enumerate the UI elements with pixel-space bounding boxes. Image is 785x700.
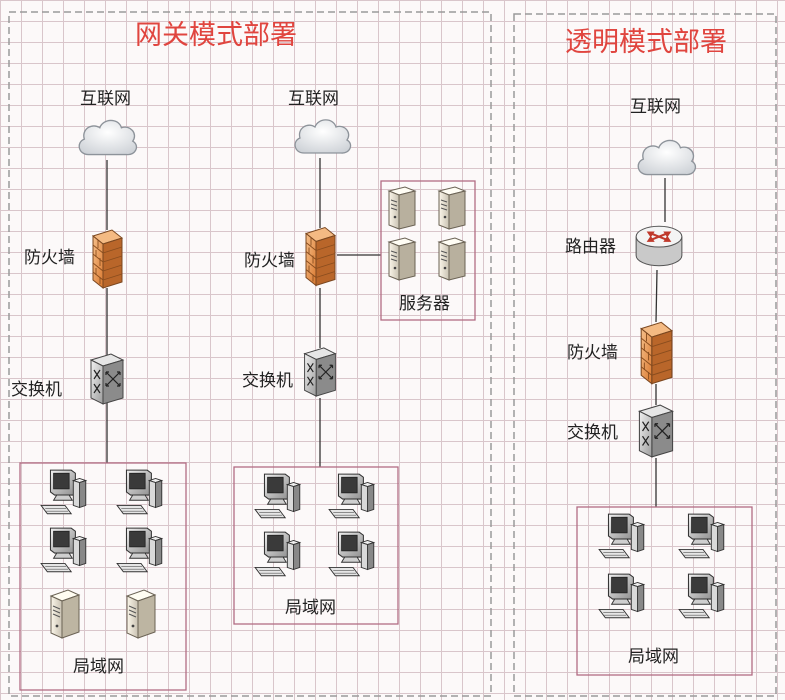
lan-label-3: 局域网: [628, 647, 679, 667]
server-icon: [438, 186, 466, 230]
pc-icon: [678, 573, 725, 619]
internet-label-1: 互联网: [80, 89, 131, 109]
cloud-icon: [78, 119, 138, 156]
lan-box-2: [233, 466, 399, 625]
cloud-icon: [294, 119, 352, 154]
firewall-label-3: 防火墙: [567, 343, 618, 363]
pc-icon: [116, 527, 163, 573]
firewall-icon: [92, 229, 123, 289]
pc-icon: [40, 527, 87, 573]
pc-icon: [254, 473, 301, 519]
firewall-icon: [305, 226, 336, 287]
server-icon: [388, 237, 416, 281]
router-icon: [635, 225, 683, 267]
lan-label-2: 局域网: [285, 598, 336, 618]
switch-label-1: 交换机: [11, 380, 62, 400]
gateway-section-title: 网关模式部署: [135, 20, 297, 51]
pc-icon: [328, 473, 375, 519]
internet-label-2: 互联网: [288, 89, 339, 109]
gateway-section-border: [8, 11, 492, 697]
switch-icon: [90, 353, 124, 405]
switch-label-3: 交换机: [567, 423, 618, 443]
server-box: [380, 180, 476, 321]
firewall-icon: [640, 321, 673, 385]
firewall-label-2: 防火墙: [244, 251, 295, 271]
lan-label-1: 局域网: [73, 657, 124, 677]
switch-icon: [638, 404, 674, 458]
switch-icon: [303, 347, 337, 397]
server-icon: [388, 186, 416, 230]
lan-box-1: [19, 462, 187, 691]
server-icon: [438, 237, 466, 281]
transparent-section-title: 透明模式部署: [565, 27, 727, 58]
link-router-firewall: [655, 269, 658, 323]
pc-icon: [254, 531, 301, 577]
internet-label-3: 互联网: [630, 97, 681, 117]
pc-icon: [678, 513, 725, 559]
pc-icon: [598, 513, 645, 559]
pc-icon: [40, 469, 87, 515]
firewall-label-1: 防火墙: [24, 248, 75, 268]
switch-label-2: 交换机: [242, 371, 293, 391]
connection-lines: [106, 158, 666, 507]
pc-icon: [328, 531, 375, 577]
transparent-section-border: [513, 13, 777, 697]
pc-icon: [598, 573, 645, 619]
cloud-icon: [637, 139, 697, 176]
router-label: 路由器: [565, 237, 616, 257]
pc-icon: [116, 469, 163, 515]
server-icon: [126, 589, 156, 639]
lan-box-3: [576, 506, 753, 676]
server-icon: [50, 589, 80, 639]
servers-label: 服务器: [399, 294, 450, 314]
